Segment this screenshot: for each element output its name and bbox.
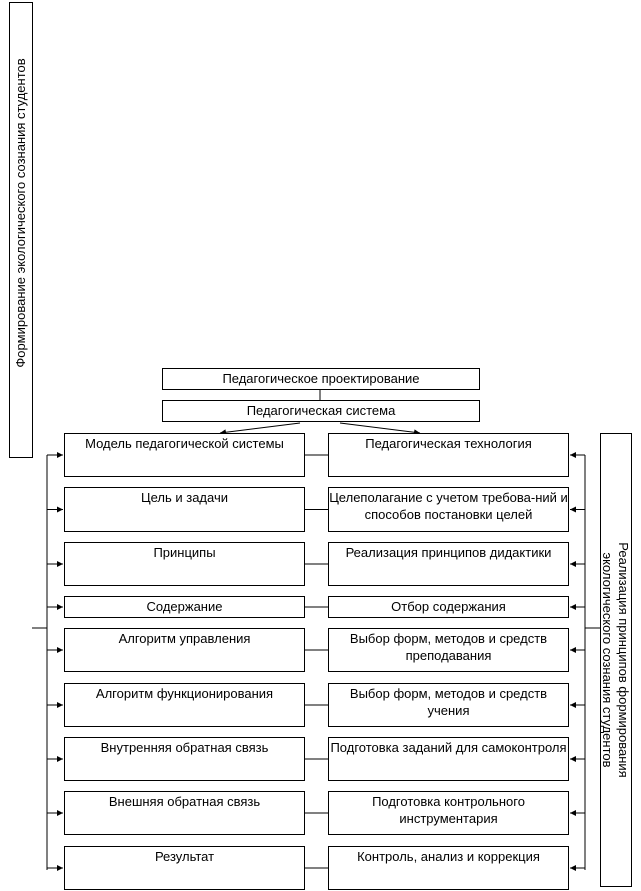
row-8-right-label: Подготовка контрольного инструментария — [372, 794, 525, 826]
row-3-right-box: Реализация принципов дидактики — [328, 542, 569, 586]
row-7-right-box: Подготовка заданий для самоконтроля — [328, 737, 569, 781]
right-vertical-label: Реализация принципов формирования эколог… — [600, 542, 631, 778]
row-6-left-box: Алгоритм функционирования — [64, 683, 305, 727]
row-2-left-label: Цель и задачи — [140, 490, 228, 505]
row-9-left-box: Результат — [64, 846, 305, 890]
row-6-right-box: Выбор форм, методов и средств учения — [328, 683, 569, 727]
row-5-left-label: Алгоритм управления — [118, 631, 251, 646]
row-1-left-box: Модель педагогической системы — [64, 433, 305, 477]
right-vertical-frame — [600, 433, 632, 887]
row-5-left-box: Алгоритм управления — [64, 628, 305, 672]
row-9-left-label: Результат — [154, 849, 215, 864]
row-8-left-label: Внешняя обратная связь — [108, 794, 261, 809]
left-vertical-frame — [9, 2, 33, 458]
system-label: Педагогическая система — [246, 403, 396, 418]
row-3-left-label: Принципы — [153, 545, 216, 560]
row-1-right-label: Педагогическая технология — [365, 436, 532, 451]
design-label: Педагогическое проектирование — [222, 371, 420, 386]
left-vertical-label: Формирование экологического сознания сту… — [13, 58, 28, 368]
row-6-right-label: Выбор форм, методов и средств учения — [349, 686, 548, 718]
row-2-left-box: Цель и задачи — [64, 487, 305, 532]
row-4-left-label: Содержание — [146, 599, 223, 614]
row-4-right-box: Отбор содержания — [328, 596, 569, 618]
row-9-right-label: Контроль, анализ и коррекция — [357, 849, 540, 864]
row-6-left-label: Алгоритм функционирования — [95, 686, 274, 701]
row-1-left-label: Модель педагогической системы — [85, 436, 284, 451]
row-5-right-label: Выбор форм, методов и средств преподаван… — [349, 631, 548, 663]
row-2-right-box: Целеполагание с учетом требова-ний и спо… — [328, 487, 569, 532]
row-4-left-box: Содержание — [64, 596, 305, 618]
row-9-right-box: Контроль, анализ и коррекция — [328, 846, 569, 890]
row-1-right-box: Педагогическая технология — [328, 433, 569, 477]
row-2-right-label: Целеполагание с учетом требова-ний и спо… — [329, 490, 568, 522]
row-3-right-label: Реализация принципов дидактики — [345, 545, 552, 560]
design-box: Педагогическое проектирование — [162, 368, 480, 390]
row-8-left-box: Внешняя обратная связь — [64, 791, 305, 835]
row-4-right-label: Отбор содержания — [391, 599, 506, 614]
row-7-left-box: Внутренняя обратная связь — [64, 737, 305, 781]
row-5-right-box: Выбор форм, методов и средств преподаван… — [328, 628, 569, 672]
system-box: Педагогическая система — [162, 400, 480, 422]
row-7-left-label: Внутренняя обратная связь — [100, 740, 269, 755]
row-3-left-box: Принципы — [64, 542, 305, 586]
row-7-right-label: Подготовка заданий для самоконтроля — [330, 740, 567, 755]
row-8-right-box: Подготовка контрольного инструментария — [328, 791, 569, 835]
